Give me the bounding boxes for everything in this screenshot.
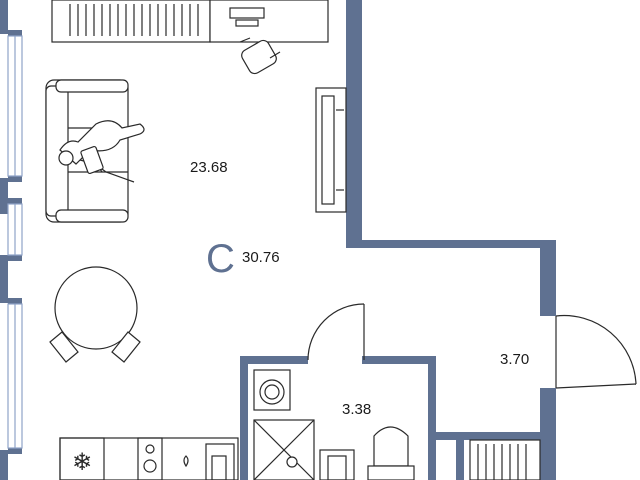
wall-left-mid-1: [0, 178, 8, 214]
wall-vertical-top: [346, 0, 362, 246]
wall-left-bottom: [0, 450, 8, 480]
total-area-label: 30.76: [242, 249, 280, 266]
wall-left-mid-2: [0, 255, 8, 303]
wall-hall-right: [540, 240, 556, 316]
tv-icon: [315, 87, 347, 213]
wall-bath-left: [240, 356, 248, 480]
svg-text:❄: ❄: [72, 448, 92, 476]
washing-machine-icon: [253, 369, 291, 411]
desk-icon: [209, 0, 329, 43]
fridge-icon: ❄: [59, 437, 105, 480]
bathroom-area-label: 3.38: [342, 401, 371, 418]
windows: [7, 35, 23, 449]
sink-icon: [205, 443, 235, 480]
wall-horizontal-mid: [346, 240, 556, 248]
shower-icon: [253, 419, 315, 480]
door-arc-icon: [307, 303, 637, 389]
dining-table-icon: [54, 266, 138, 350]
living-area-label: 23.68: [190, 159, 228, 176]
wall-bath-right: [428, 356, 436, 480]
shelf-icon: [469, 439, 541, 480]
bath-sink-icon: [319, 449, 355, 480]
hall-area-label: 3.70: [500, 351, 529, 368]
studio-marker: C: [206, 237, 235, 281]
person-icon: [58, 120, 145, 183]
wall-bath-top-left: [240, 356, 308, 364]
wall-entry: [436, 432, 548, 440]
wall-bath-top-right: [362, 356, 436, 364]
tap-icon: [183, 455, 189, 468]
office-chair-icon: [239, 37, 281, 75]
wall-left-top: [0, 0, 8, 34]
stove-icon: [137, 437, 163, 480]
walls: [0, 0, 556, 480]
radiator-icon: [51, 0, 211, 43]
toilet-icon: [367, 426, 415, 480]
chair-icon: [49, 331, 141, 363]
